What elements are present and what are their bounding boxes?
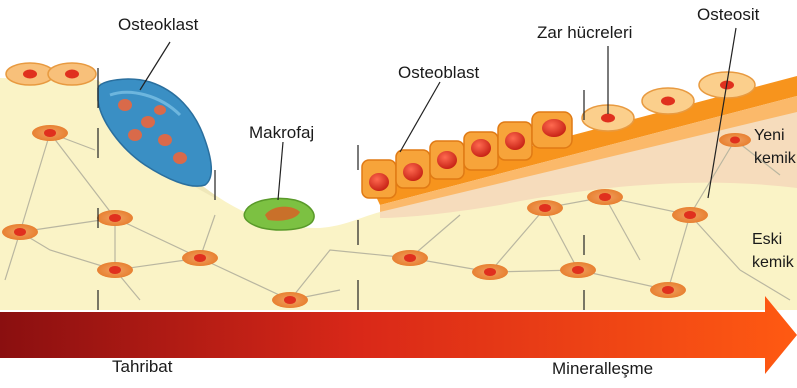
- label-new-bone: Yeni kemik: [754, 124, 796, 170]
- osteoblast: [396, 150, 430, 188]
- osteocyte: [272, 292, 308, 308]
- arrow-label-mineralization: Mineralleşme: [552, 360, 653, 377]
- macrophage-cell: [244, 199, 314, 231]
- osteocyte: [560, 262, 596, 278]
- osteocyte: [32, 125, 68, 141]
- osteoblast: [464, 132, 498, 170]
- osteocyte: [650, 282, 686, 298]
- osteoblast: [498, 122, 532, 160]
- osteoblast: [430, 141, 464, 179]
- label-osteoclast: Osteoklast: [118, 16, 198, 33]
- arrow-label-destruction: Tahribat: [112, 358, 172, 375]
- osteocyte: [392, 250, 428, 266]
- label-osteocyte: Osteosit: [697, 6, 759, 23]
- osteocyte: [2, 224, 38, 240]
- osteocyte: [182, 250, 218, 266]
- label-old-bone-line1: Eski: [752, 228, 794, 251]
- label-new-bone-line2: kemik: [754, 147, 796, 170]
- osteocyte: [672, 207, 708, 223]
- label-macrophage: Makrofaj: [249, 124, 314, 141]
- osteocyte: [587, 189, 623, 205]
- osteocyte: [97, 210, 133, 226]
- label-new-bone-line1: Yeni: [754, 124, 796, 147]
- label-lining-cells: Zar hücreleri: [537, 24, 632, 41]
- osteoblast: [362, 160, 396, 198]
- osteocyte: [527, 200, 563, 216]
- label-old-bone: Eski kemik: [752, 228, 794, 274]
- osteoblast: [532, 112, 572, 148]
- osteocyte: [472, 264, 508, 280]
- label-old-bone-line2: kemik: [752, 251, 794, 274]
- osteocyte: [719, 133, 751, 147]
- osteocyte: [97, 262, 133, 278]
- label-osteoblast: Osteoblast: [398, 64, 479, 81]
